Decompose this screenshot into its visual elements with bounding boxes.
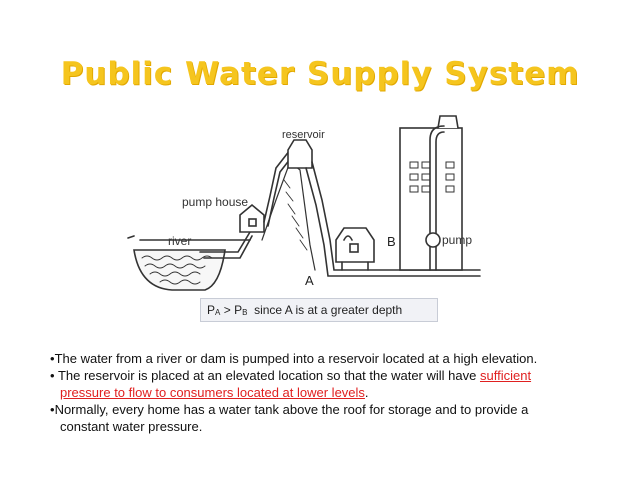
bullet-list: •The water from a river or dam is pumped…	[50, 350, 620, 435]
building	[399, 127, 463, 271]
distribution-main	[305, 161, 481, 277]
bullet-2-cont: pressure to flow to consumers located at…	[50, 384, 620, 401]
bullet-3: •Normally, every home has a water tank a…	[50, 401, 620, 418]
pressure-p-b: P	[234, 303, 243, 317]
point-b-label: B	[387, 234, 396, 249]
slide-title: Public Water Supply System	[60, 56, 580, 92]
ground-line	[127, 235, 251, 241]
bullet-2-highlight-1: sufficient	[479, 368, 532, 383]
point-a-label: A	[305, 273, 314, 288]
bullet-3-cont: constant water pressure.	[60, 419, 203, 434]
bullet-2-text: The reservoir is placed at an elevated l…	[57, 368, 477, 383]
bullet-dot: •	[50, 368, 55, 383]
pressure-sub-a: A	[215, 308, 221, 317]
bullet-2-highlight-2: pressure to flow to consumers located at…	[60, 385, 365, 400]
bullet-dot: •	[50, 351, 55, 366]
hill-hatch	[283, 179, 308, 251]
pump-house-window	[248, 218, 257, 227]
label-pump: pump	[442, 233, 472, 247]
bullet-2-end: .	[364, 385, 369, 400]
pump-circle	[425, 232, 441, 248]
bullet-1: •The water from a river or dam is pumped…	[50, 350, 620, 367]
river-waves	[141, 255, 213, 285]
reservoir-tank	[287, 139, 313, 169]
bullet-1-text: The water from a river or dam is pumped …	[54, 351, 538, 366]
bullet-3-text: Normally, every home has a water tank ab…	[54, 402, 529, 417]
roof-tank	[437, 115, 459, 129]
house-window	[349, 243, 359, 253]
building-riser	[429, 125, 445, 271]
label-river: river	[168, 234, 191, 248]
label-pump-house: pump house	[182, 195, 248, 209]
pressure-note: PA > PB since A is at a greater depth	[200, 298, 438, 322]
house-feed	[341, 235, 369, 271]
house	[335, 227, 375, 263]
pressure-p-a: P	[207, 303, 216, 317]
rising-main	[263, 149, 295, 227]
pressure-text: since A is at a greater depth	[254, 303, 403, 317]
pressure-sub-b: B	[242, 308, 248, 317]
pressure-gt: >	[223, 303, 231, 317]
bullet-2: • The reservoir is placed at an elevated…	[50, 367, 620, 384]
intake-pipe	[199, 231, 253, 259]
label-reservoir: reservoir	[282, 129, 325, 141]
bullet-dot: •	[50, 402, 55, 417]
hill	[261, 161, 316, 271]
